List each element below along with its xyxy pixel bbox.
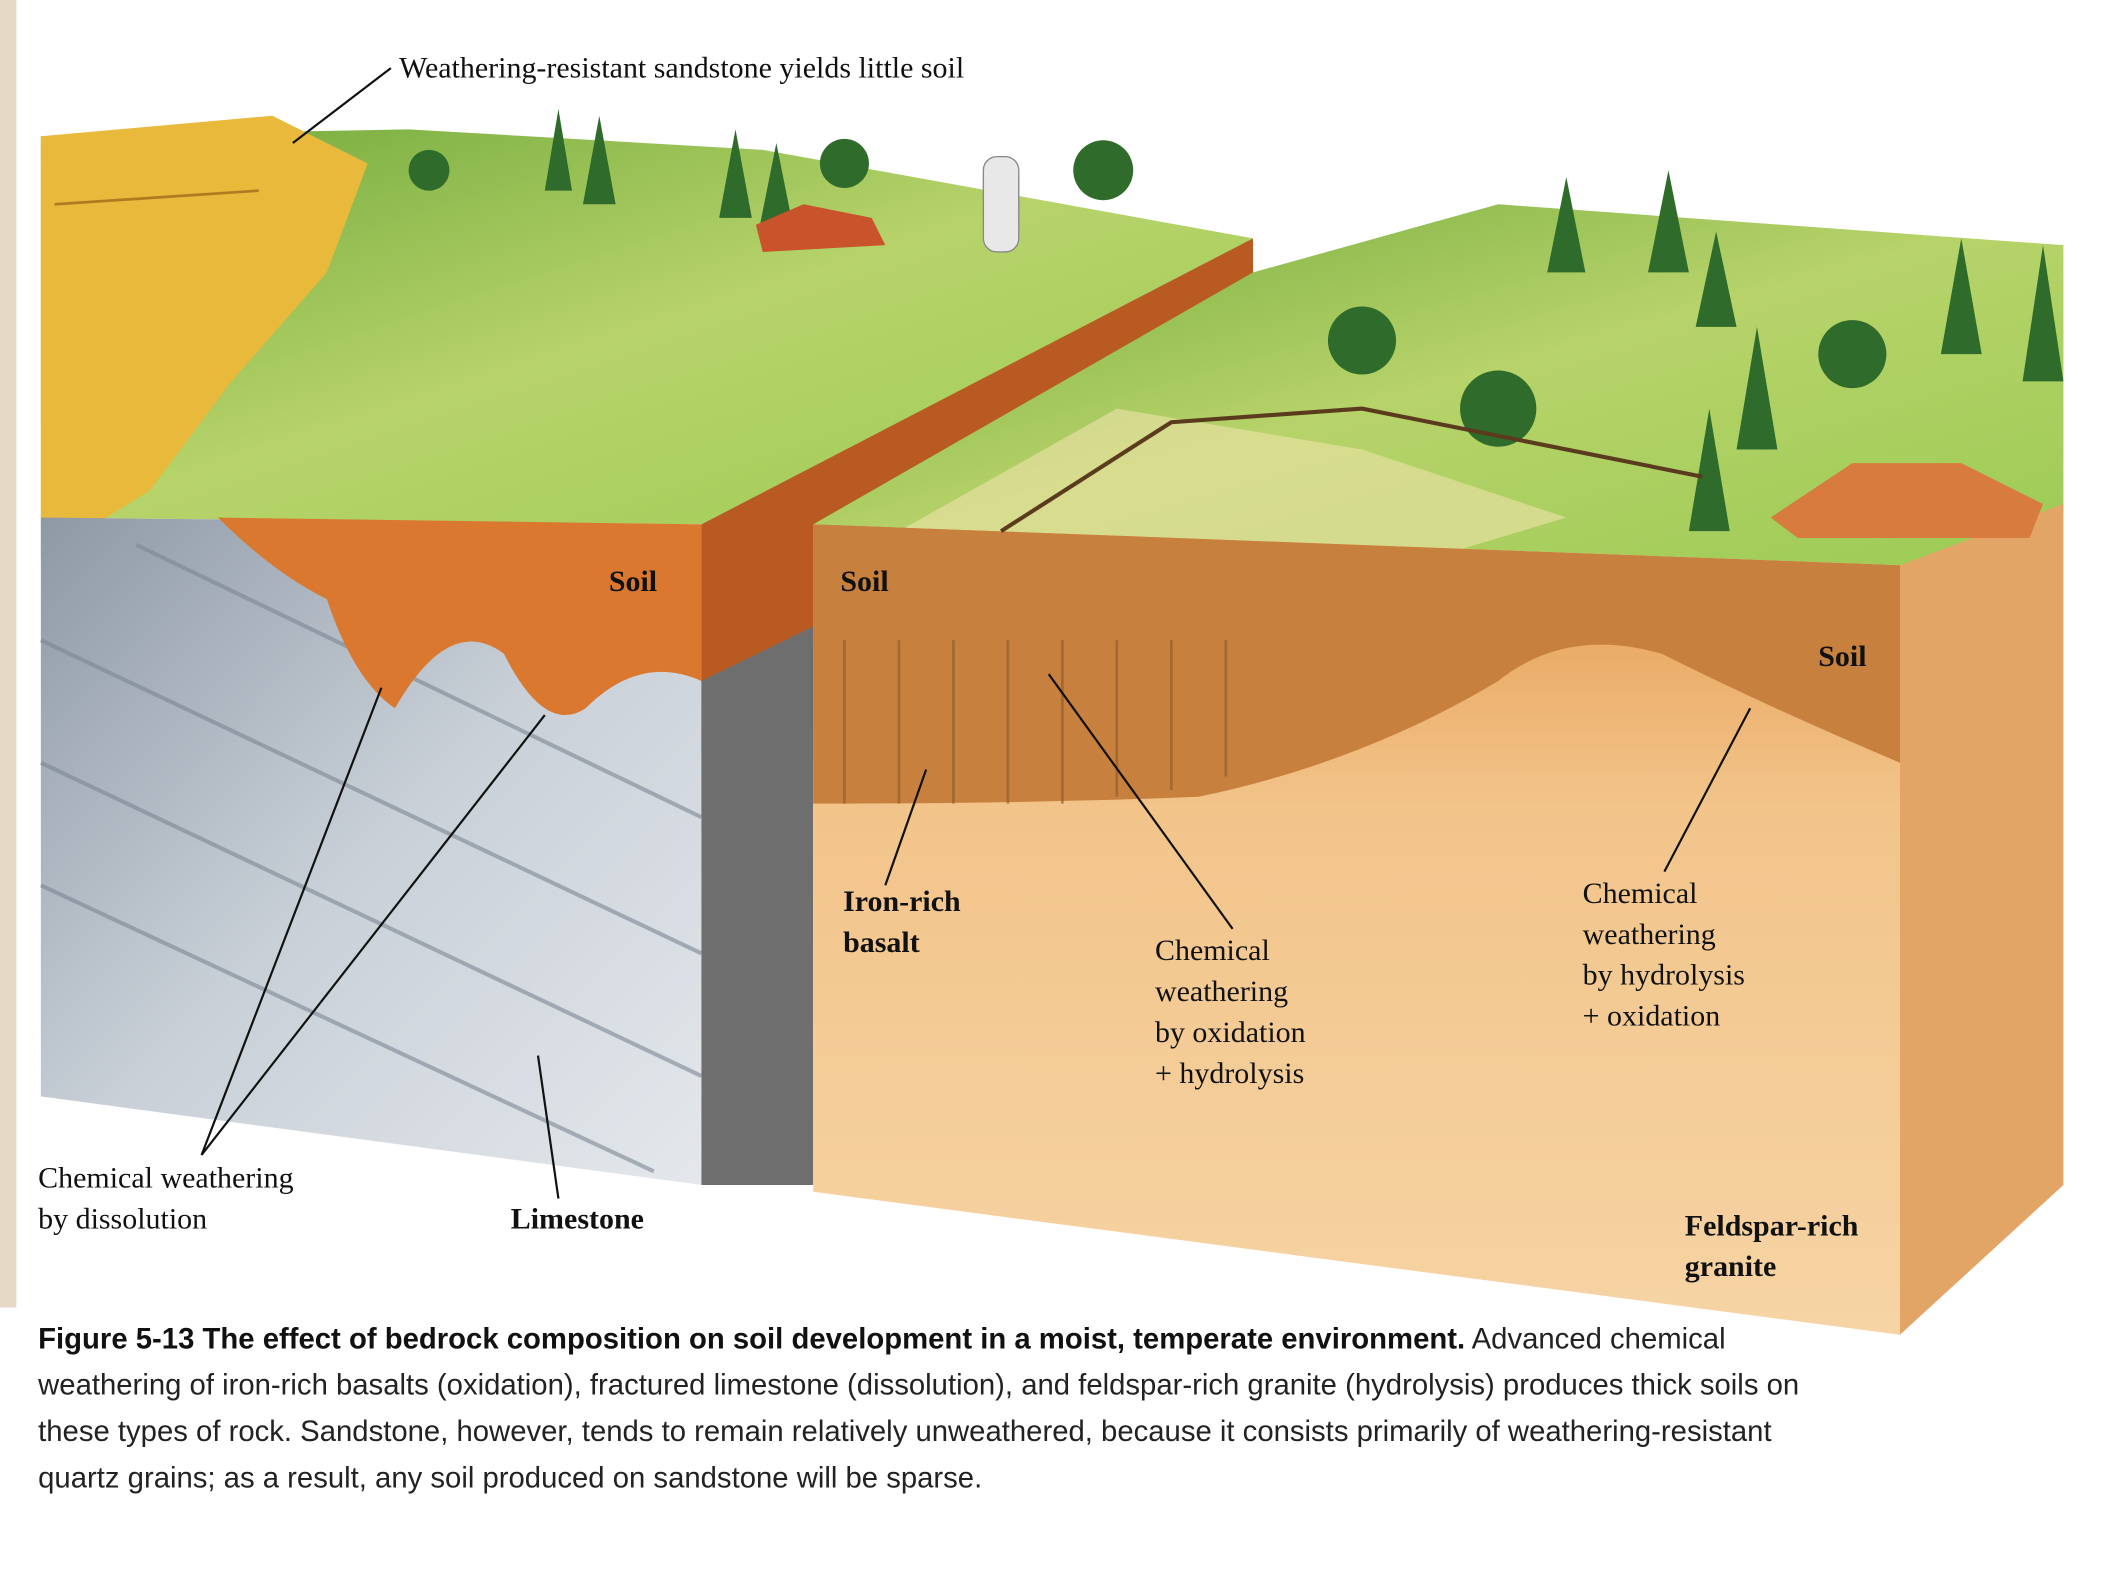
label-line: by dissolution [38,1201,208,1236]
label-line: + hydrolysis [1154,1055,1305,1090]
label-line: granite [1684,1248,1777,1284]
label-line: Iron-rich [843,883,961,918]
caption-body: Advanced chemical weathering of iron-ric… [38,1322,1800,1495]
label-line: + oxidation [1582,998,1721,1033]
caption-title: Figure 5-13 The effect of bedrock compos… [38,1322,1466,1356]
label-hydrolysis: Chemical weathering by hydrolysis + oxid… [1583,873,1745,1036]
label-soil-limestone: Soil [608,563,658,598]
sandstone-cliff [40,115,368,559]
limestone-soil-layer [217,517,702,716]
fence [999,406,1703,533]
label-oxidation: Chemical weathering by oxidation + hydro… [1155,930,1306,1093]
label-soil-granite: Soil [1818,638,1867,673]
basalt-soil-layer [813,524,1900,804]
page-edge [0,0,17,1308]
granite-block-side [1899,503,2064,1335]
label-line: Feldspar-rich [1684,1208,1859,1243]
label-line: by hydrolysis [1582,957,1745,992]
label-line: Chemical weathering [38,1160,294,1195]
leader-lines [200,67,1752,1199]
label-limestone: Limestone [510,1201,644,1236]
label-line: Chemical [1582,875,1698,910]
label-line: basalt [843,924,920,959]
limestone-block-top [40,129,1254,525]
farmhouse [755,204,886,252]
label-line: weathering [1582,916,1716,951]
figure-caption: Figure 5-13 The effect of bedrock compos… [38,1316,1836,1501]
trees [408,108,2064,532]
label-line: Chemical [1154,932,1270,968]
label-iron-rich-basalt: Iron-rich basalt [843,881,961,963]
label-soil-basalt: Soil [840,563,889,598]
label-line: weathering [1154,973,1289,1008]
label-sandstone: Weathering-resistant sandstone yields li… [399,50,965,85]
label-dissolution: Chemical weathering by dissolution [38,1158,293,1240]
label-line: by oxidation [1154,1014,1306,1049]
silo [982,155,1020,253]
label-feldspar-granite: Feldspar-rich granite [1685,1205,1859,1287]
